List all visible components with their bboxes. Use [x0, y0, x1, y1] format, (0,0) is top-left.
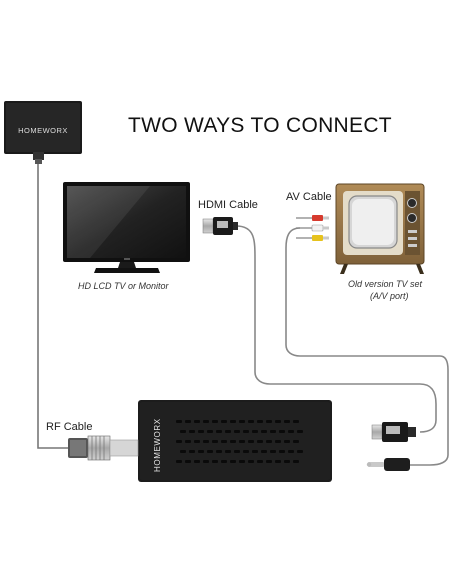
hd-tv-caption: HD LCD TV or Monitor — [78, 281, 169, 291]
old-tv-caption-line2: (A/V port) — [370, 291, 409, 301]
vent-slot — [198, 430, 204, 433]
rf-coax-connector — [68, 435, 139, 461]
vent-slot — [194, 420, 200, 423]
vent-slot — [275, 420, 281, 423]
rf-cable-label: RF Cable — [46, 421, 93, 433]
vent-slot — [203, 420, 209, 423]
rf-cable-line — [37, 162, 70, 449]
hdmi-cable-label: HDMI Cable — [198, 199, 258, 211]
vent-slot — [203, 460, 209, 463]
vent-slot — [212, 420, 218, 423]
vent-slot — [185, 460, 191, 463]
vent-slot — [216, 450, 222, 453]
vent-slot — [293, 420, 299, 423]
old-tv-caption-line1: Old version TV set — [348, 279, 423, 289]
vent-slot — [261, 450, 267, 453]
vent-slot — [266, 420, 272, 423]
vent-slot — [248, 440, 254, 443]
vent-slot — [243, 430, 249, 433]
vent-slot — [293, 460, 299, 463]
vent-slot — [194, 440, 200, 443]
vent-slot — [261, 430, 267, 433]
vent-slot — [239, 420, 245, 423]
vent-slot — [221, 460, 227, 463]
vent-slot — [243, 450, 249, 453]
av-3-5mm-plug — [366, 458, 410, 471]
hdmi-cable-line — [235, 225, 437, 433]
vent-slot — [288, 430, 294, 433]
vent-slot — [180, 430, 186, 433]
vent-slot — [221, 440, 227, 443]
vent-slot — [230, 440, 236, 443]
vent-slot — [212, 440, 218, 443]
vent-slot — [239, 460, 245, 463]
vent-slot — [234, 450, 240, 453]
vent-slot — [198, 450, 204, 453]
indoor-antenna: HOMEWORX — [4, 101, 82, 164]
hdmi-plug-top — [202, 217, 238, 235]
vent-slot — [266, 440, 272, 443]
vent-slot — [189, 450, 195, 453]
vent-slot — [284, 440, 290, 443]
hd-lcd-tv — [63, 182, 190, 273]
vent-slot — [275, 440, 281, 443]
vent-slot — [176, 460, 182, 463]
vent-slot — [225, 430, 231, 433]
vent-slot — [216, 430, 222, 433]
vent-slot — [266, 460, 272, 463]
vent-slot — [279, 450, 285, 453]
vent-slot — [189, 430, 195, 433]
vent-slot — [297, 430, 303, 433]
vent-grille — [176, 420, 303, 463]
vent-slot — [252, 450, 258, 453]
vent-slot — [225, 450, 231, 453]
vent-slot — [257, 460, 263, 463]
vent-slot — [284, 460, 290, 463]
vent-slot — [270, 430, 276, 433]
vent-slot — [207, 430, 213, 433]
vent-slot — [248, 460, 254, 463]
vent-slot — [279, 430, 285, 433]
vent-slot — [230, 420, 236, 423]
hdmi-plug-bottom — [371, 422, 416, 442]
vent-slot — [185, 440, 191, 443]
vent-slot — [257, 440, 263, 443]
vent-slot — [297, 450, 303, 453]
vent-slot — [212, 460, 218, 463]
vent-slot — [284, 420, 290, 423]
vent-slot — [288, 450, 294, 453]
vent-slot — [270, 450, 276, 453]
vent-slot — [185, 420, 191, 423]
page-title: TWO WAYS TO CONNECT — [128, 114, 392, 137]
vent-slot — [180, 450, 186, 453]
vent-slot — [257, 420, 263, 423]
hdtv-stick-receiver: HOMEWORX — [138, 400, 332, 482]
av-rca-plugs — [296, 215, 329, 241]
av-cable-label: AV Cable — [286, 191, 332, 203]
vent-slot — [293, 440, 299, 443]
av-cable-line — [285, 227, 449, 466]
vent-slot — [252, 430, 258, 433]
vent-slot — [239, 440, 245, 443]
vent-slot — [221, 420, 227, 423]
vent-slot — [248, 420, 254, 423]
vent-slot — [275, 460, 281, 463]
vent-slot — [176, 440, 182, 443]
old-crt-tv — [335, 183, 425, 274]
vent-slot — [203, 440, 209, 443]
vent-slot — [194, 460, 200, 463]
vent-slot — [176, 420, 182, 423]
vent-slot — [230, 460, 236, 463]
vent-slot — [234, 430, 240, 433]
stick-brand-label: HOMEWORX — [153, 418, 162, 472]
antenna-brand-label: HOMEWORX — [18, 126, 68, 135]
vent-slot — [207, 450, 213, 453]
